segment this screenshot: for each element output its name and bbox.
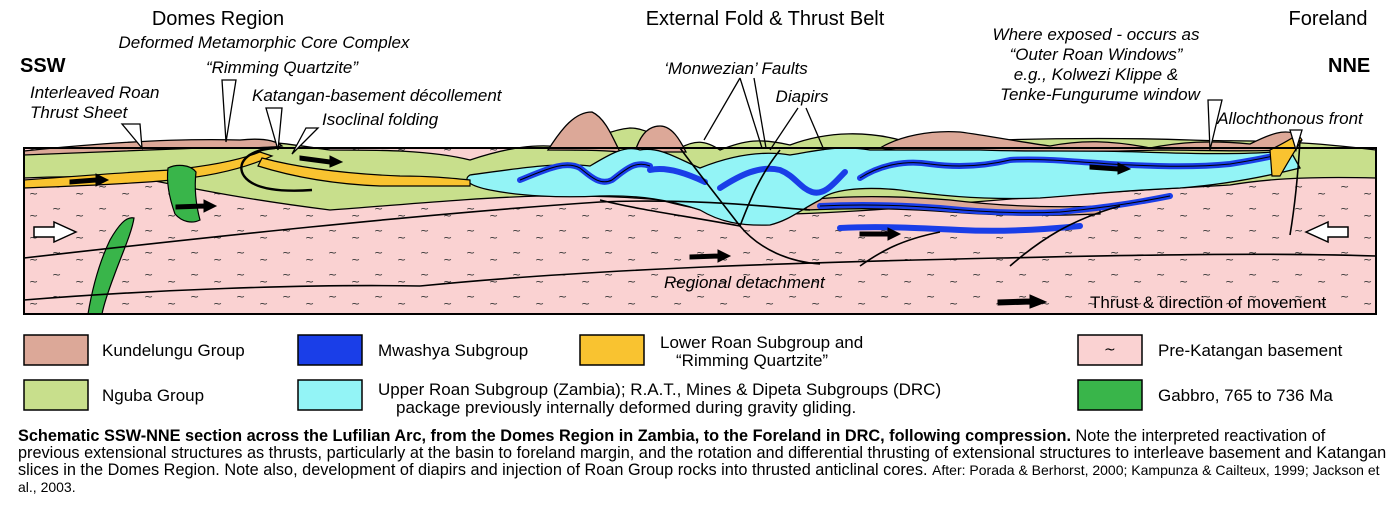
legend-swatch-mwashya <box>297 334 363 366</box>
label-exposed-4: Tenke-Fungurume window <box>1000 85 1201 104</box>
legend-swatch-upper-roan <box>297 379 363 411</box>
caption-references: After: Porada & Berhorst, 2000; Kampunza… <box>18 462 1380 495</box>
section-frame <box>23 147 1377 315</box>
pointer-lines <box>120 79 1303 155</box>
label-domes-region: Domes Region <box>152 8 284 30</box>
label-interleaved-1: Interleaved Roan <box>30 83 159 102</box>
legend-label-mwashya: Mwashya Subgroup <box>378 341 528 360</box>
fault-lines <box>23 139 1377 301</box>
label-decollement: Katangan-basement décollement <box>252 86 503 105</box>
label-exposed-2: “Outer Roan Windows” <box>1010 45 1184 64</box>
legend-label-kundelungu: Kundelungu Group <box>102 341 245 360</box>
kundelungu-cap-b <box>546 111 622 153</box>
legend-swatch-nguba <box>23 379 89 411</box>
label-exposed-3: e.g., Kolwezi Klippe & <box>1014 65 1178 84</box>
label-diapirs: Diapirs <box>776 87 829 106</box>
legend-swatch-basement <box>1077 334 1143 366</box>
legend-swatch-kundelungu <box>23 334 89 366</box>
legend-label-upper-roan-2: package previously internally deformed d… <box>396 398 856 417</box>
caption-body: Note the interpreted reactivation of pre… <box>18 427 1387 479</box>
label-regional-detachment: Regional detachment <box>664 273 826 292</box>
label-interleaved-2: Thrust Sheet <box>30 103 129 122</box>
monwezian-leader-lines <box>703 77 825 151</box>
label-exposed-1: Where exposed - occurs as <box>993 25 1200 44</box>
legend-label-nguba: Nguba Group <box>102 386 204 405</box>
label-foreland: Foreland <box>1289 8 1368 30</box>
label-nne: NNE <box>1328 55 1370 77</box>
compression-arrow-left <box>33 220 78 244</box>
mwashya-outline <box>519 151 1291 214</box>
legend-label-gabbro: Gabbro, 765 to 736 Ma <box>1158 386 1333 405</box>
legend: Kundelungu Group Nguba Group Mwashya Sub… <box>23 333 1343 417</box>
isoclinal-fold <box>240 146 313 192</box>
thrust-arrows <box>69 155 1132 309</box>
label-allochthonous: Allochthonous front <box>1216 109 1364 128</box>
label-thrust-key: Thrust & direction of movement <box>1090 293 1326 312</box>
gabbro-dyke-left <box>87 217 135 315</box>
compression-arrow-right <box>1304 220 1349 244</box>
legend-label-basement: Pre-Katangan basement <box>1158 341 1343 360</box>
label-rimming-quartzite: “Rimming Quartzite” <box>206 58 359 77</box>
legend-swatch-basement-symbol: ~ <box>1104 342 1116 358</box>
label-fold-thrust-belt: External Fold & Thrust Belt <box>646 8 885 30</box>
kundelungu-cap-c <box>634 125 688 153</box>
legend-label-upper-roan-1: Upper Roan Subgroup (Zambia); R.A.T., Mi… <box>378 380 941 399</box>
figure-caption: Schematic SSW-NNE section across the Luf… <box>18 428 1388 496</box>
label-ssw: SSW <box>20 55 66 77</box>
legend-label-lower-roan-2: “Rimming Quartzite” <box>676 351 828 370</box>
legend-label-lower-roan-1: Lower Roan Subgroup and <box>660 333 863 352</box>
label-isoclinal: Isoclinal folding <box>322 110 439 129</box>
legend-swatch-gabbro <box>1077 379 1143 411</box>
lower-roan-sheet-right <box>257 157 471 187</box>
legend-swatch-lower-roan <box>579 334 645 366</box>
caption-title: Schematic SSW-NNE section across the Luf… <box>18 427 1071 445</box>
label-core-complex: Deformed Metamorphic Core Complex <box>119 33 410 52</box>
label-monwezian: ‘Monwezian’ Faults <box>664 59 808 78</box>
